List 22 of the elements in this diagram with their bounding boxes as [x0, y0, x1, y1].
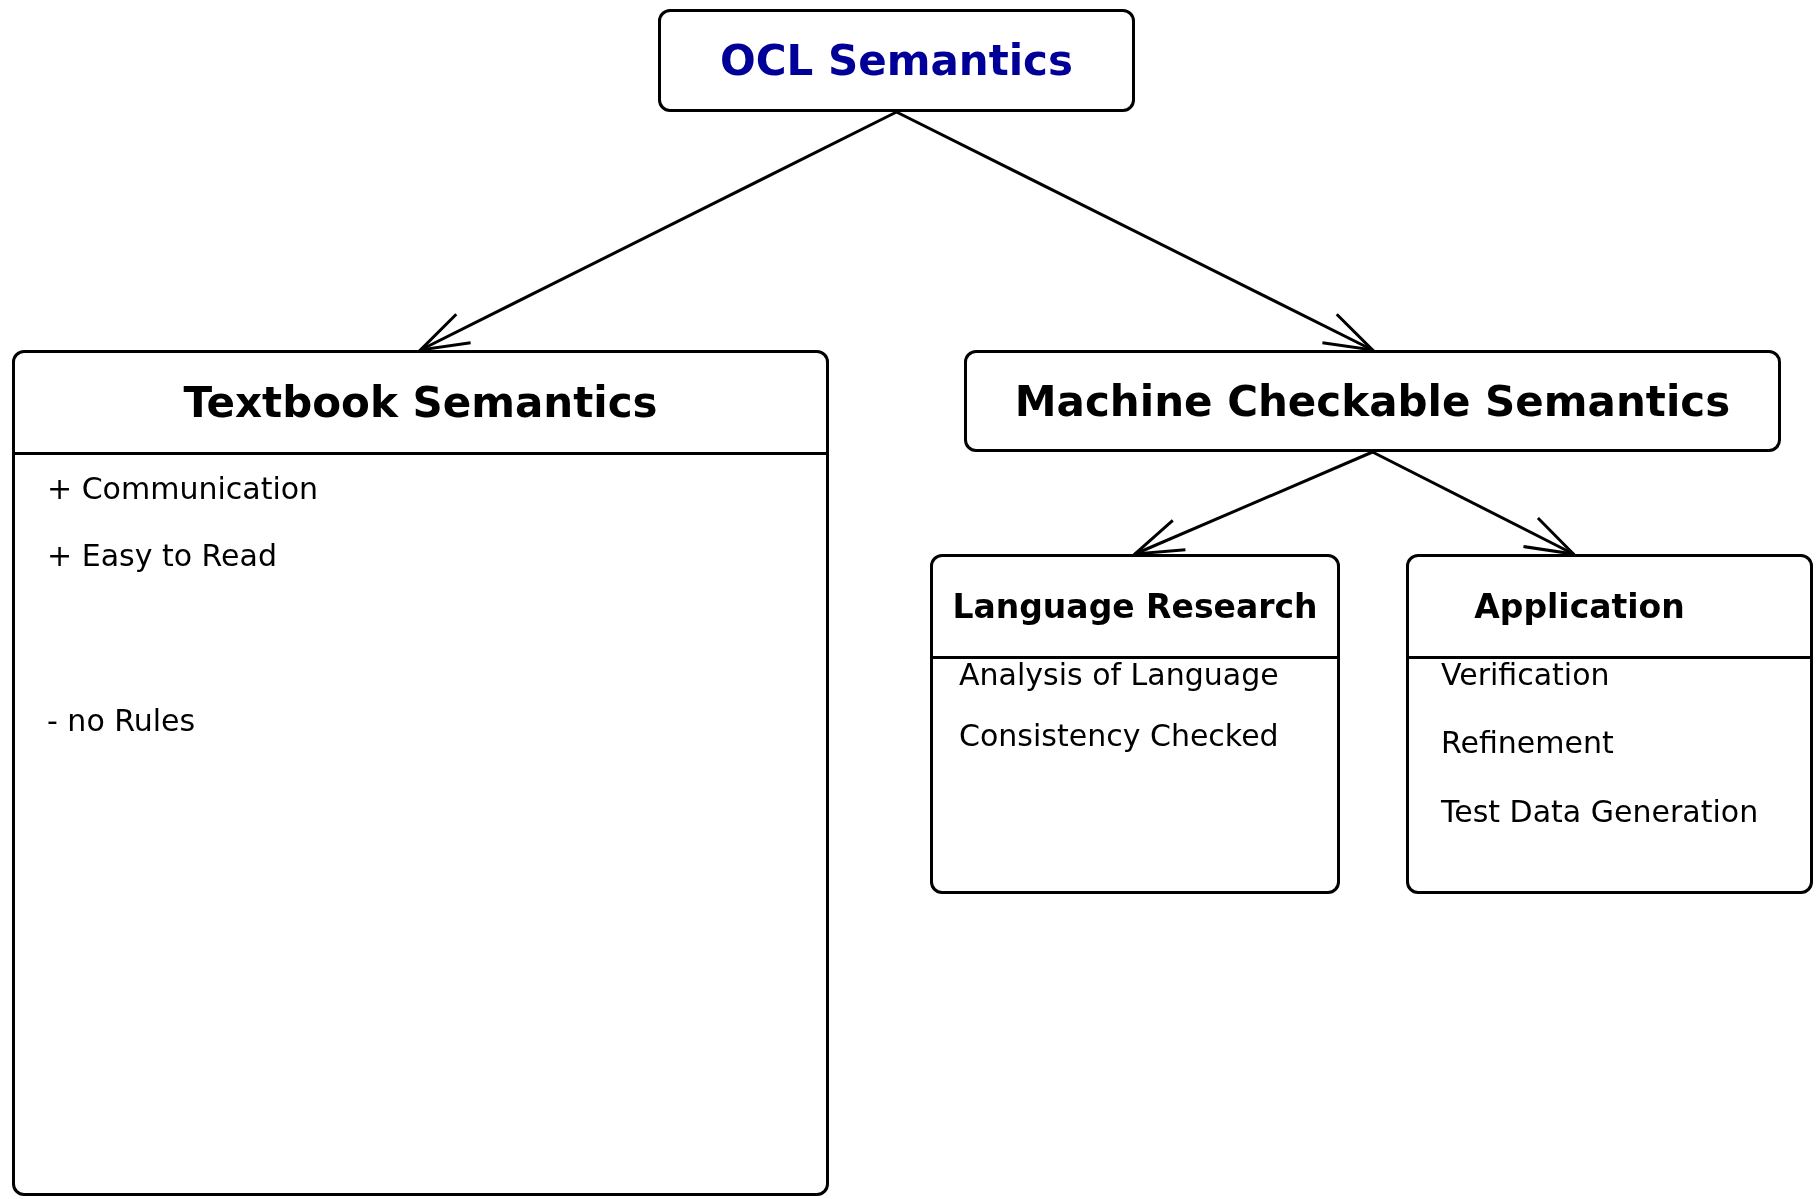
list-item: Verification [1441, 657, 1610, 692]
arrow [895, 110, 1374, 352]
class-box [1406, 554, 1813, 894]
list-item: + Communication [47, 471, 319, 506]
class-box [12, 350, 829, 1196]
heading: Application [1409, 557, 1810, 659]
list-item: - no Rules [47, 703, 196, 738]
list-item: Refinement [1441, 725, 1614, 760]
class-box [658, 9, 1135, 112]
heading: Machine Checkable Semantics [1013, 375, 1732, 428]
heading: OCL Semantics [719, 35, 1074, 87]
heading: Language Research [933, 557, 1337, 659]
class-box [930, 554, 1340, 894]
list-item: Test Data Generation [1441, 794, 1759, 829]
arrow [419, 110, 898, 352]
list-item: Consistency Checked [959, 718, 1279, 753]
heading: Textbook Semantics [15, 353, 826, 455]
list-item: + Easy to Read [47, 538, 277, 573]
class-box [964, 350, 1781, 452]
arrow [1371, 450, 1575, 556]
list-item: Analysis of Language [959, 657, 1279, 692]
arrow [1133, 450, 1374, 556]
